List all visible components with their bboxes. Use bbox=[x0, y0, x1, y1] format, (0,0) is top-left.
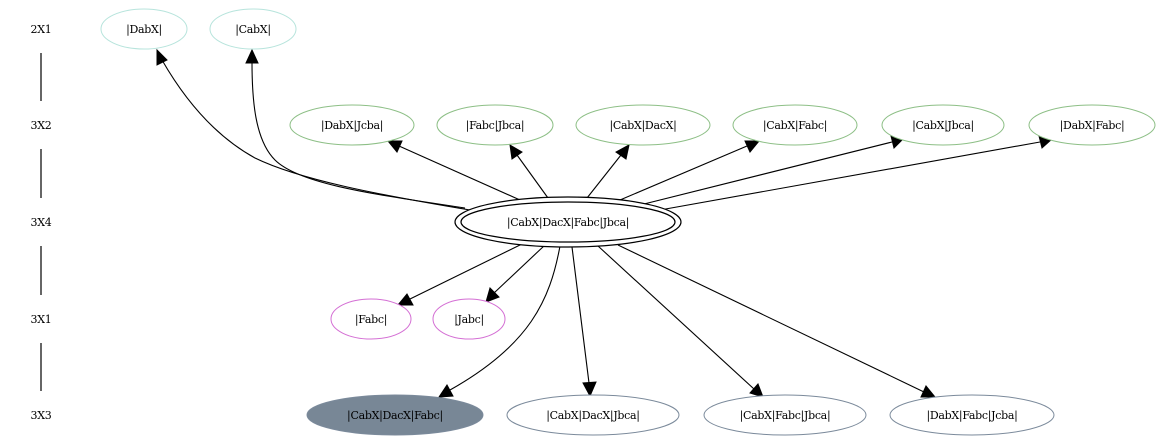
node-cabx-jbca[interactable]: |CabX|Jbca| bbox=[881, 104, 1005, 146]
node-cabx-label: |CabX| bbox=[235, 23, 270, 37]
arrowhead bbox=[438, 384, 454, 398]
node-cabx-dacx-fabc[interactable]: |CabX|DacX|Fabc| bbox=[306, 394, 484, 436]
node-cabx-dacx-label: |CabX|DacX| bbox=[609, 119, 676, 133]
rank-label-3x1: 3X1 bbox=[31, 313, 52, 326]
node-cabx-jbca-label: |CabX|Jbca| bbox=[912, 119, 974, 133]
node-cabx-dacx-fabc-shape bbox=[306, 394, 484, 436]
arrowhead bbox=[156, 48, 168, 66]
edge-center-to-jabc bbox=[493, 244, 546, 294]
center-node-label: |CabX|DacX|Fabc|Jbca| bbox=[507, 216, 629, 230]
arrowhead bbox=[485, 287, 500, 303]
node-jabc[interactable]: |Jabc| bbox=[432, 298, 506, 340]
arrowhead bbox=[509, 144, 523, 160]
node-cabx-fabc[interactable]: |CabX|Fabc| bbox=[732, 104, 858, 146]
node-cabx-fabc-label: |CabX|Fabc| bbox=[763, 119, 827, 133]
rank-label-3x3: 3X3 bbox=[31, 409, 52, 422]
node-dabx-fabc-label: |DabX|Fabc| bbox=[1060, 119, 1125, 133]
node-fabc-jbca-shape bbox=[436, 104, 554, 146]
edge-center-to-cabx-dacx-jbca bbox=[571, 246, 590, 384]
node-cabx-dacx-fabc-label: |CabX|DacX|Fabc| bbox=[347, 409, 443, 423]
edge-center-to-cabx-fabc-jbca bbox=[597, 245, 755, 390]
node-dabx-jcba[interactable]: |DabX|Jcba| bbox=[289, 104, 415, 146]
rank-labels: 2X1 3X2 3X4 3X1 3X3 bbox=[31, 23, 53, 422]
node-dabx-fabc-jcba-label: |DabX|Fabc|Jcba| bbox=[926, 409, 1017, 423]
node-cabx-fabc-jbca-shape bbox=[703, 394, 867, 436]
node-fabc-jbca-label: |Fabc|Jbca| bbox=[466, 119, 525, 133]
edge-center-to-cabx-jbca bbox=[639, 141, 893, 206]
node-dabx-fabc-shape bbox=[1028, 104, 1156, 146]
edge-center-to-fabc-jbca bbox=[516, 154, 549, 199]
rank-label-3x2: 3X2 bbox=[31, 119, 52, 132]
arrowhead bbox=[386, 140, 403, 153]
node-jabc-shape bbox=[432, 298, 506, 340]
node-cabx-fabc-jbca[interactable]: |CabX|Fabc|Jbca| bbox=[703, 394, 867, 436]
node-dabx-jcba-label: |DabX|Jcba| bbox=[321, 119, 383, 133]
node-cabx-dacx-shape bbox=[575, 104, 711, 146]
node-dabx-fabc-jcba[interactable]: |DabX|Fabc|Jcba| bbox=[889, 394, 1055, 436]
edge-center-to-cabx bbox=[251, 61, 466, 209]
node-dabx-shape bbox=[100, 8, 188, 50]
node-cabx-dacx-jbca-label: |CabX|DacX|Jbca| bbox=[546, 409, 639, 423]
arrowhead bbox=[396, 293, 414, 306]
node-fabc-shape bbox=[330, 298, 412, 340]
edge-center-to-cabx-fabc bbox=[619, 145, 748, 201]
node-cabx[interactable]: |CabX| bbox=[209, 8, 297, 50]
node-cabx-dacx-jbca-shape bbox=[506, 394, 680, 436]
edge-center-to-dabx-fabc bbox=[659, 141, 1041, 211]
arrowhead bbox=[582, 381, 597, 398]
node-cabx-dacx-jbca[interactable]: |CabX|DacX|Jbca| bbox=[506, 394, 680, 436]
arrowhead bbox=[920, 385, 937, 398]
node-fabc-label: |Fabc| bbox=[355, 313, 387, 327]
rank-label-3x4: 3X4 bbox=[31, 216, 52, 229]
node-cabx-shape bbox=[209, 8, 297, 50]
edge-center-to-dabx-jcba bbox=[398, 145, 521, 201]
node-dabx[interactable]: |DabX| bbox=[100, 8, 188, 50]
center-node-outer bbox=[454, 196, 682, 248]
node-dabx-jcba-shape bbox=[289, 104, 415, 146]
edges bbox=[156, 48, 1054, 398]
edge-center-to-dabx-fabc-jcba bbox=[617, 244, 925, 393]
node-jabc-label: |Jabc| bbox=[454, 313, 484, 327]
node-cabx-fabc-jbca-label: |CabX|Fabc|Jbca| bbox=[740, 409, 831, 423]
edge-center-to-cabx-dacx-fabc bbox=[449, 245, 561, 391]
arrowhead bbox=[749, 383, 764, 398]
edge-center-to-cabx-dacx bbox=[586, 154, 622, 199]
arrowhead bbox=[245, 48, 259, 64]
arrowhead bbox=[615, 144, 630, 160]
center-node-inner bbox=[460, 201, 676, 243]
rank-label-2x1: 2X1 bbox=[31, 23, 52, 36]
node-cabx-dacx[interactable]: |CabX|DacX| bbox=[575, 104, 711, 146]
edge-center-to-fabc bbox=[409, 243, 523, 300]
node-fabc-jbca[interactable]: |Fabc|Jbca| bbox=[436, 104, 554, 146]
node-dabx-label: |DabX| bbox=[126, 23, 162, 37]
node-cabx-jbca-shape bbox=[881, 104, 1005, 146]
node-cabx-fabc-shape bbox=[732, 104, 858, 146]
arrowhead bbox=[744, 140, 761, 153]
center-node[interactable]: |CabX|DacX|Fabc|Jbca| bbox=[454, 196, 682, 248]
node-fabc[interactable]: |Fabc| bbox=[330, 298, 412, 340]
node-dabx-fabc[interactable]: |DabX|Fabc| bbox=[1028, 104, 1156, 146]
node-dabx-fabc-jcba-shape bbox=[889, 394, 1055, 436]
